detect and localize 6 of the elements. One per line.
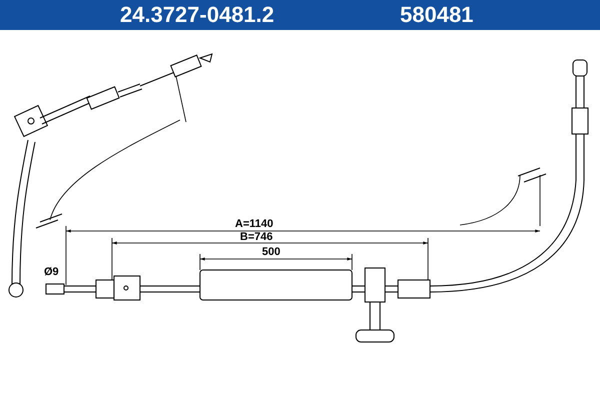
dimension-label: 500 xyxy=(262,246,280,258)
diameter-label: Ø9 xyxy=(44,266,59,278)
reference-number: 580481 xyxy=(400,3,474,27)
dimension-label: A=1140 xyxy=(235,218,274,230)
part-number: 24.3727-0481.2 xyxy=(120,3,274,27)
dimension-label: B=746 xyxy=(240,231,273,243)
